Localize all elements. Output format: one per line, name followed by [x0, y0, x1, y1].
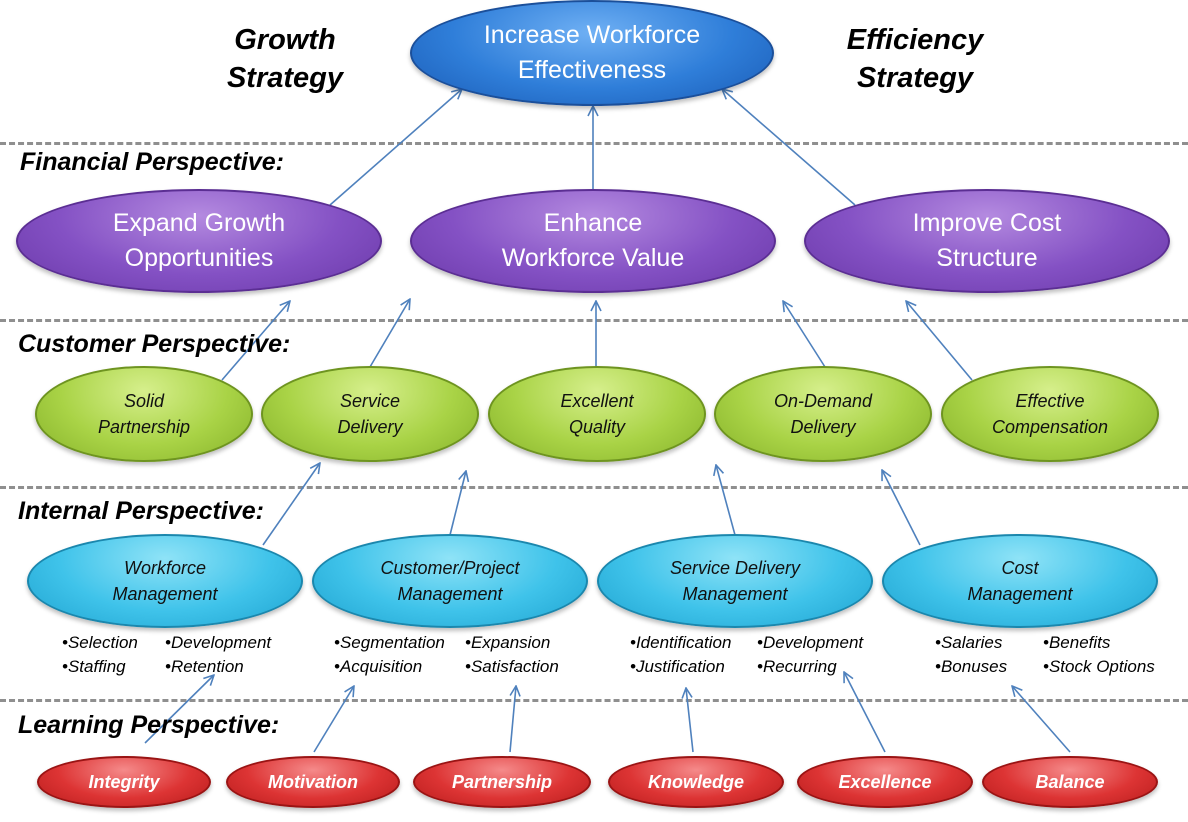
learning-node-motivation: Motivation [226, 756, 400, 808]
customer-node-quality: Excellent Quality [488, 366, 706, 462]
internal-node-delivery-line-2: Management [682, 584, 788, 604]
bullet-item: •Segmentation [334, 633, 445, 652]
divider-learning [0, 699, 1188, 702]
customer-node-compensation-line-1: Effective [1015, 391, 1085, 411]
cost-bullets-col-1: •Salaries •Bonuses [935, 631, 1007, 679]
customer-node-ondemand-line-1: On-Demand [773, 391, 873, 411]
arrow-compensation-to-cost [906, 301, 973, 381]
financial-node-cost-line-1: Improve Cost [912, 209, 1062, 237]
bullet-item: •Staffing [62, 657, 126, 676]
learning-perspective-heading: Learning Perspective: [18, 711, 280, 739]
divider-customer [0, 319, 1188, 322]
financial-node-cost: Improve Cost Structure [804, 189, 1170, 293]
arrow-growth-to-goal [329, 89, 462, 206]
workforce-bullets-col-1: •Selection •Staffing [62, 631, 138, 679]
internal-node-workforce-line-1: Workforce [123, 558, 206, 578]
internal-node-cost: Cost Management [882, 534, 1158, 628]
bullet-item: •Justification [630, 657, 725, 676]
financial-perspective-heading: Financial Perspective: [20, 148, 285, 176]
customer-perspective-heading: Customer Perspective: [18, 330, 291, 358]
bullet-item: •Satisfaction [465, 657, 559, 676]
efficiency-strategy-line-1: Efficiency [846, 24, 984, 56]
learning-node-partnership: Partnership [413, 756, 591, 808]
customer-node-service: Service Delivery [261, 366, 479, 462]
bullet-item: •Bonuses [935, 657, 1008, 676]
bullet-item: •Retention [165, 657, 244, 676]
financial-node-value-line-1: Enhance [543, 209, 643, 237]
bullet-item: •Acquisition [334, 657, 423, 676]
financial-node-growth: Expand Growth Opportunities [16, 189, 382, 293]
arrow-ondemand-to-cost [783, 301, 826, 368]
customer-node-partnership-line-1: Solid [123, 391, 165, 411]
efficiency-strategy-line-2: Strategy [856, 62, 974, 94]
divider-internal [0, 486, 1188, 489]
divider-financial [0, 142, 1188, 145]
arrow-excellence-up [844, 672, 886, 753]
arrow-motivation-up [313, 686, 354, 753]
project-bullets-col-1: •Segmentation •Acquisition [334, 631, 445, 679]
delivery-bullets-col-2: •Development •Recurring [757, 631, 863, 679]
learning-node-knowledge: Knowledge [608, 756, 784, 808]
financial-node-growth-line-2: Opportunities [124, 244, 274, 272]
growth-strategy-label: Growth Strategy [205, 21, 365, 97]
bullet-item: •Recurring [757, 657, 837, 676]
bullet-item: •Identification [630, 633, 732, 652]
learning-node-balance: Balance [982, 756, 1158, 808]
goal-line-2: Effectiveness [517, 56, 667, 84]
internal-node-delivery: Service Delivery Management [597, 534, 873, 628]
customer-node-partnership-line-2: Partnership [97, 417, 191, 437]
internal-node-project-line-2: Management [397, 584, 503, 604]
customer-node-compensation-line-2: Compensation [991, 417, 1109, 437]
goal-line-1: Increase Workforce [483, 21, 701, 49]
customer-node-quality-line-2: Quality [568, 417, 626, 437]
internal-node-workforce-line-2: Management [112, 584, 218, 604]
internal-node-cost-line-2: Management [967, 584, 1073, 604]
workforce-bullets-col-2: •Development •Retention [165, 631, 271, 679]
internal-perspective-heading: Internal Perspective: [18, 497, 264, 525]
cost-bullets-col-2: •Benefits •Stock Options [1043, 631, 1155, 679]
arrow-costmgmt-to-ondemand [882, 470, 921, 546]
arrow-service-to-value [369, 299, 410, 368]
customer-node-ondemand-line-2: Delivery [790, 417, 856, 437]
goal-node: Increase Workforce Effectiveness [410, 0, 774, 106]
bullet-item: •Selection [62, 633, 138, 652]
customer-node-service-line-2: Delivery [337, 417, 403, 437]
bullet-item: •Development [165, 633, 272, 652]
growth-strategy-line-2: Strategy [226, 62, 344, 94]
customer-node-ondemand: On-Demand Delivery [714, 366, 932, 462]
customer-node-partnership: Solid Partnership [35, 366, 253, 462]
customer-node-compensation: Effective Compensation [941, 366, 1159, 462]
financial-node-value: Enhance Workforce Value [410, 189, 776, 293]
customer-node-service-line-1: Service [339, 391, 401, 411]
bullet-item: •Expansion [465, 633, 551, 652]
arrow-project-to-service [449, 471, 466, 536]
internal-node-delivery-line-1: Service Delivery [669, 558, 801, 578]
bullet-item: •Stock Options [1043, 657, 1155, 676]
arrow-knowledge-up [686, 688, 694, 753]
internal-node-project: Customer/Project Management [312, 534, 588, 628]
arrow-partnership-up [509, 686, 516, 753]
internal-node-cost-line-1: Cost [1001, 558, 1039, 578]
project-bullets-col-2: •Expansion •Satisfaction [465, 631, 559, 679]
learning-node-integrity: Integrity [37, 756, 211, 808]
arrow-delivery-to-ondemand [716, 465, 736, 536]
bullet-item: •Development [757, 633, 864, 652]
customer-node-quality-line-1: Excellent [560, 391, 634, 411]
financial-node-growth-line-1: Expand Growth [112, 209, 286, 237]
bullet-item: •Benefits [1043, 633, 1111, 652]
bullet-item: •Salaries [935, 633, 1003, 652]
arrow-workforce-to-service [262, 463, 320, 546]
financial-node-cost-line-2: Structure [936, 244, 1038, 272]
internal-node-project-line-1: Customer/Project [380, 558, 520, 578]
learning-node-excellence: Excellence [797, 756, 973, 808]
efficiency-strategy-label: Efficiency Strategy [830, 21, 1000, 97]
growth-strategy-line-1: Growth [234, 24, 336, 56]
arrow-cost-to-goal [722, 89, 856, 206]
delivery-bullets-col-1: •Identification •Justification [630, 631, 731, 679]
arrow-balance-up [1012, 686, 1071, 753]
internal-node-workforce: Workforce Management [27, 534, 303, 628]
financial-node-value-line-2: Workforce Value [501, 244, 685, 272]
